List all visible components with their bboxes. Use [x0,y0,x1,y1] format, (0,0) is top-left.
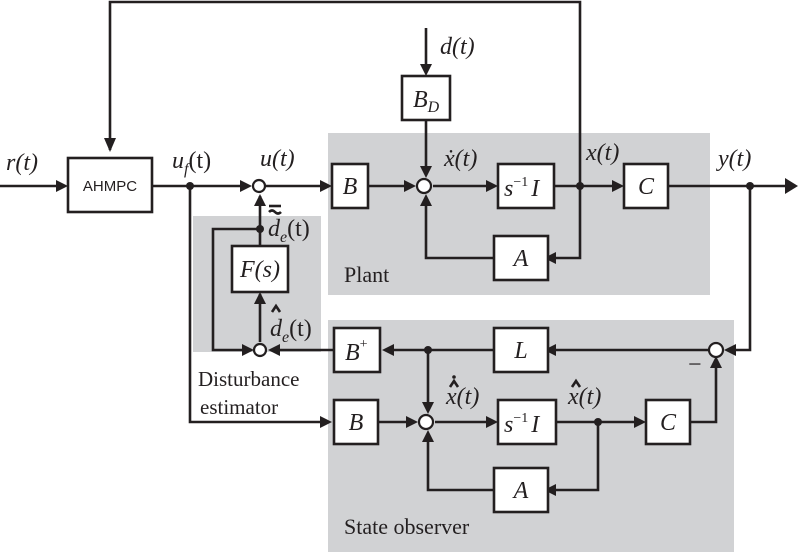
observer-integrator-block [496,398,558,446]
ahmpc-label: AHMPC [83,178,137,195]
disturbance-estimator-label-line1: Disturbance [198,367,299,391]
uf-to-observer-wire [188,186,326,424]
junction-dot [576,182,584,190]
arrowhead [785,178,798,194]
d-tilde-loop-wire [211,227,260,352]
arrowhead [320,180,332,192]
plant-b-block [330,162,370,210]
summing-junction-disturbance [252,342,268,358]
arrowhead [486,416,498,428]
arrowhead [242,344,254,356]
disturbance-estimator-label-line2: estimator [200,395,278,419]
arrowhead [104,138,116,152]
signal-x-label: x(t) [585,140,619,166]
ahmpc-block [66,156,154,214]
dot-accent [452,375,456,379]
signal-u-label: u(t) [260,146,295,172]
arrowhead [254,194,266,206]
plant-c-block [622,162,670,210]
summing-junction-observer-error [707,341,725,359]
arrowhead [486,180,498,192]
arrowhead [544,344,556,356]
observer-b-label: B [349,410,364,436]
arrowhead [420,166,432,178]
arrowhead [404,180,416,192]
observer-a-block [492,466,550,514]
filter-label: F(s) [239,257,280,283]
hat-accent [270,303,282,313]
arrowhead [710,356,722,368]
arrowhead [254,292,266,304]
obs-a-feed-wire [548,422,600,492]
signal-r-label: r(t) [6,150,38,176]
junction-dot [746,182,754,190]
arrowhead [544,484,556,496]
arrowhead [406,416,418,428]
plant-a-feed-wire [548,186,582,260]
observer-c-label: C [660,410,677,436]
summing-junction-input [251,178,267,194]
plant-a-block [492,234,550,282]
bplus-label: B+ [345,337,368,366]
arrowhead [420,64,432,76]
signal-xhat-dot-label: x(t) [445,384,479,410]
plant-b-label: B [343,174,358,200]
arrowhead [420,194,432,206]
arrowhead [724,344,736,356]
plant-integrator-block [496,162,556,210]
junction-dot [594,418,602,426]
arrowhead [634,416,646,428]
state-observer-region-label: State observer [344,514,470,539]
plant-a-label: A [512,246,529,272]
arrowhead [382,344,394,356]
yhat-wire [690,364,718,424]
obs-a-out-wire [426,436,494,492]
signal-xdot-label: ẋ(t) [443,146,477,172]
bplus-block [332,326,382,374]
arrowhead [544,252,556,264]
signal-d-tilde-label: de(t) [268,216,310,246]
plant-a-out-wire [424,204,494,260]
arrowhead [612,180,624,192]
junction-dot [256,225,264,233]
observer-gain-label: L [513,338,527,364]
arrowhead [320,416,332,428]
arrowhead [422,402,434,414]
arrowhead [268,344,280,356]
tilde-accent [268,209,282,215]
observer-c-block [644,398,692,446]
junction-dot [186,182,194,190]
arrowhead [422,430,434,442]
signal-d-label: d(t) [440,34,475,60]
signal-uf-label: uf(t) [172,148,211,178]
junction-dot [424,346,432,354]
observer-b-block [332,398,380,446]
hat-accent [570,378,582,388]
signal-xhat-label: x(t) [567,384,601,410]
arrowhead [240,180,252,192]
bd-block [400,74,452,122]
bd-label: BD [413,87,440,116]
minus-sign: − [688,352,702,378]
filter-block [230,244,290,294]
summing-junction-plant [415,177,433,195]
hat-accent [448,378,460,388]
observer-a-label: A [512,478,529,504]
plant-c-label: C [638,174,655,200]
signal-d-hat-label: de(t) [270,316,312,346]
arrowhead [56,180,68,192]
summing-junction-observer [417,413,435,431]
state-feedback-wire [108,0,582,186]
signal-y-label: y(t) [716,146,751,172]
observer-gain-block [492,326,550,374]
plant-region-label: Plant [344,262,389,287]
